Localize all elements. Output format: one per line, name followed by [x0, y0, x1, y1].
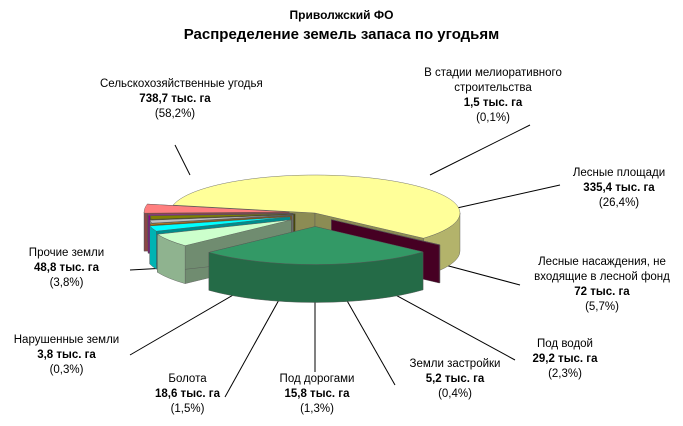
- leader-line-forest-areas: [447, 184, 561, 211]
- label-forest-areas: Лесные площади 335,4 тыс. га (26,4%): [572, 167, 666, 209]
- label-melioration: В стадии мелиоративного строительства 1,…: [424, 67, 562, 124]
- label-forest-plantations: Лесные насаждения, не входящие в лесной …: [534, 256, 670, 313]
- pie-slice-forest-areas: [208, 226, 424, 303]
- chart-region-title: Приволжский ФО: [289, 8, 394, 22]
- leader-line-agricultural: [174, 144, 191, 176]
- label-under-water: Под водой 29,2 тыс. га (2,3%): [532, 338, 598, 380]
- label-built-up: Земли застройки 5,2 тыс. га (0,4%): [409, 358, 501, 400]
- leader-line-melioration: [429, 124, 531, 176]
- label-agricultural: Сельскохозяйственные угодья 738,7 тыс. г…: [100, 78, 263, 120]
- label-roads: Под дорогами 15,8 тыс. га (1,3%): [279, 373, 355, 415]
- chart-title: Распределение земель запаса по угодьям: [183, 26, 500, 43]
- label-swamps: Болота 18,6 тыс. га (1,5%): [154, 373, 220, 415]
- label-other: Прочие земли 48,8 тыс. га (3,8%): [28, 247, 105, 289]
- label-disturbed: Нарушенные земли 3,8 тыс. га (0,3%): [13, 334, 120, 376]
